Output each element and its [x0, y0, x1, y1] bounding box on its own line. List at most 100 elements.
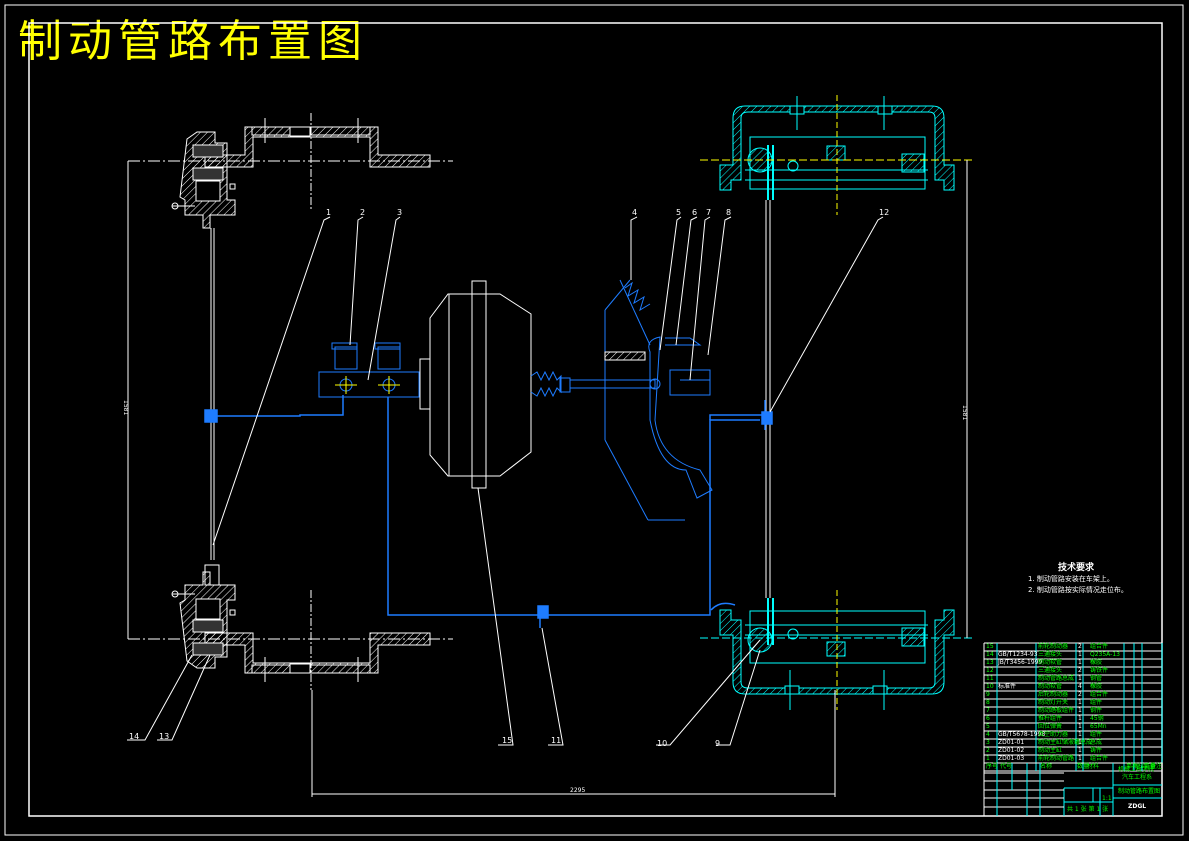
part-name: 制动踏板组件 — [1038, 707, 1075, 714]
part-no: 7 — [986, 707, 990, 714]
part-code: JB/T3456-1999 — [998, 659, 1043, 666]
front-right-brake — [719, 96, 955, 200]
part-material: 65Mn — [1090, 723, 1107, 730]
part-code: ZD01-03 — [998, 755, 1025, 762]
balloon-12: 12 — [879, 208, 889, 217]
part-material: 组合件 — [1090, 691, 1109, 698]
outer-frame — [4, 4, 1184, 836]
parts-footer-label: 名称 — [1040, 763, 1053, 770]
parts-footer-label: 备注 — [1150, 763, 1163, 770]
title-block-drawing-name: 制动管路布置图 — [1118, 788, 1161, 795]
part-qty: 1 — [1078, 707, 1082, 714]
parts-footer-label: 总计 — [1135, 763, 1148, 770]
part-material: 铸铁件 — [1090, 667, 1109, 674]
part-qty: 2 — [1078, 643, 1082, 650]
tech-req-item-2: 2. 制动管路按实际情况走位布。 — [1028, 586, 1128, 594]
part-qty: 1 — [1078, 651, 1082, 658]
leader-lines — [127, 216, 884, 746]
part-no: 6 — [986, 715, 990, 722]
part-code: ZD01-02 — [998, 747, 1025, 754]
part-code: GB/T5678-1998 — [998, 731, 1046, 738]
part-no: 11 — [986, 675, 994, 682]
parts-footer-label: 代号 — [1000, 763, 1013, 770]
firewall — [604, 279, 685, 521]
brake-pipes — [204, 395, 773, 628]
part-no: 2 — [986, 747, 990, 754]
dim-wheelbase-label: 2295 — [570, 787, 585, 794]
part-name: 制动灯开关 — [1038, 699, 1069, 706]
part-code: GB/T1234-93 — [998, 651, 1038, 658]
part-name: 制动主缸 — [1038, 747, 1063, 754]
balloon-3: 3 — [397, 208, 402, 217]
tech-req-item-1: 1. 制动管路安装在车架上。 — [1028, 575, 1114, 583]
part-name: 推杆组件 — [1038, 715, 1063, 722]
part-material: Q235A-13 — [1090, 651, 1120, 658]
part-qty: 2 — [1078, 667, 1082, 674]
balloon-4: 4 — [632, 208, 637, 217]
part-material: 橡胶 — [1090, 683, 1103, 690]
part-material: 45钢 — [1090, 715, 1104, 722]
part-no: 1 — [986, 755, 990, 762]
part-name: 制动软管 — [1038, 659, 1063, 666]
part-name: 真空助力器 — [1038, 731, 1069, 738]
title-block-scale: 1:1 — [1102, 795, 1112, 802]
part-qty: 2 — [1078, 691, 1082, 698]
parts-footer-label: 单件 — [1126, 763, 1139, 770]
dim-left-label: 1581 — [122, 400, 129, 415]
part-code: 标准件 — [998, 683, 1017, 690]
rear-left-brake — [128, 564, 453, 690]
part-material: 组合件 — [1090, 643, 1109, 650]
parts-footer-label: 材料 — [1087, 763, 1100, 770]
part-no: 13 — [986, 659, 994, 666]
part-qty: 1 — [1078, 699, 1082, 706]
parts-list-grid — [983, 642, 1163, 772]
part-no: 12 — [986, 667, 994, 674]
parts-footer-label: 序号 — [986, 763, 999, 770]
part-material: 橡胶 — [1090, 659, 1103, 666]
part-no: 10 — [986, 683, 994, 690]
parts-footer-label: 数量 — [1077, 763, 1090, 770]
balloon-8: 8 — [726, 208, 731, 217]
part-material: 总成 — [1090, 739, 1103, 746]
title-block-dept: 汽车工程系 — [1122, 774, 1153, 781]
balloon-15: 15 — [502, 736, 512, 745]
part-qty: 1 — [1078, 739, 1082, 746]
inner-frame — [28, 22, 1163, 817]
part-no: 4 — [986, 731, 990, 738]
balloon-10: 10 — [657, 739, 667, 748]
part-no: 14 — [986, 651, 994, 658]
part-name: 制动管路总成 — [1038, 675, 1075, 682]
part-name: 前轮制动管路 — [1038, 755, 1075, 762]
part-material: 钢管 — [1090, 675, 1103, 682]
balloon-11: 11 — [551, 736, 561, 745]
balloon-2: 2 — [360, 208, 365, 217]
title-block-school: 机械工程学院 — [1118, 766, 1155, 773]
part-qty: 1 — [1078, 675, 1082, 682]
part-material: 铸件 — [1090, 747, 1103, 754]
balloon-5: 5 — [676, 208, 681, 217]
balloon-7: 7 — [706, 208, 711, 217]
vacuum-booster — [419, 280, 532, 489]
dim-right-label: 1581 — [961, 405, 968, 420]
balloon-9: 9 — [715, 739, 720, 748]
balloon-1: 1 — [326, 208, 331, 217]
right-axle — [765, 160, 968, 638]
title-block-grid — [983, 762, 1163, 817]
balloon-6: 6 — [692, 208, 697, 217]
front-left-brake — [128, 113, 453, 560]
part-name: 制动主缸储液罐总成 — [1038, 739, 1093, 746]
part-name: 制动软管 — [1038, 683, 1063, 690]
part-qty: 1 — [1078, 747, 1082, 754]
part-no: 15 — [986, 643, 994, 650]
title-block-sheet: 共 1 张 第 1 张 — [1067, 806, 1109, 813]
part-material: 组件 — [1090, 731, 1103, 738]
drawing-title: 制动管路布置图 — [18, 16, 368, 67]
part-name: 后轮制动器 — [1038, 691, 1069, 698]
part-code: ZD01-01 — [998, 739, 1025, 746]
parts-footer-label: 重量 — [1144, 763, 1157, 770]
wheelbase-dimension — [311, 690, 836, 797]
part-no: 5 — [986, 723, 990, 730]
part-material: 组件 — [1090, 699, 1103, 706]
